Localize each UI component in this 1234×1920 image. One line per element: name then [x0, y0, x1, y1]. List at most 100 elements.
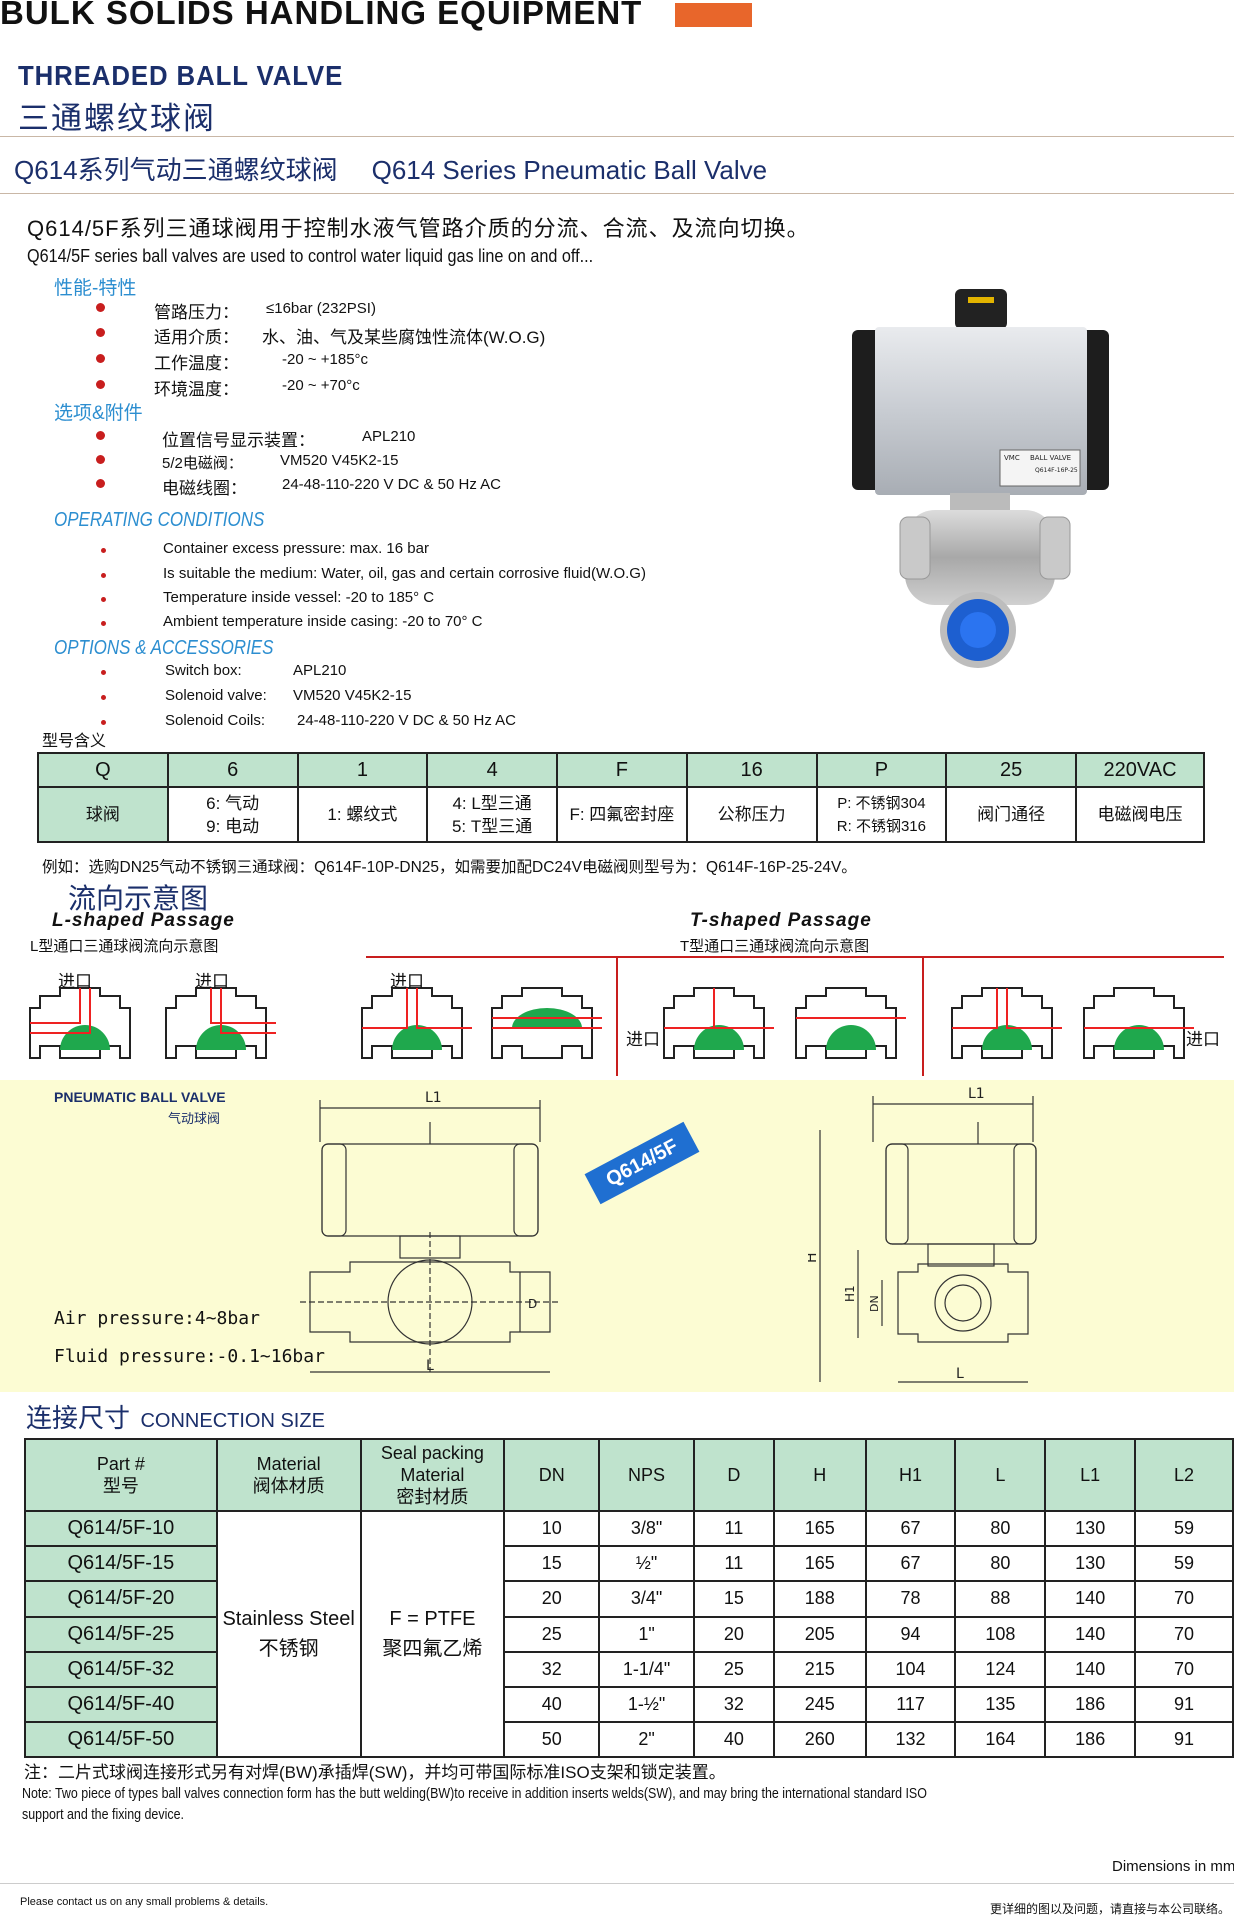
table-header-cell: Q [37, 752, 169, 788]
table-header-cell: 4 [426, 752, 558, 788]
table-cell: 1: 螺纹式 [296, 786, 429, 843]
bullet-icon [96, 303, 105, 312]
inlet-label: 进口 [195, 972, 229, 991]
valve-diagram-t5 [951, 987, 1062, 1059]
valve-diagram-l2 [165, 987, 276, 1059]
table-cell: 186 [1044, 1721, 1137, 1759]
bullet-icon [96, 431, 105, 440]
table-cell: 140 [1044, 1615, 1137, 1653]
valve-diagram-t6 [1083, 987, 1194, 1059]
note-cn: 注：二片式球阀连接形式另有对焊(BW)承插焊(SW)，并均可带国际标准ISO支架… [24, 1763, 726, 1782]
connection-title: 连接尺寸 CONNECTION SIZE [26, 1398, 325, 1435]
drawing-title-cn: 气动球阀 [168, 1111, 221, 1126]
bullet-icon [101, 548, 106, 553]
table-header-cell: L1 [1044, 1438, 1137, 1512]
table-header-cell: H [772, 1438, 867, 1512]
table-row: 球阀 6: 气动 9: 电动 1: 螺纹式 4: L型三通 5: T型三通 F:… [37, 786, 1205, 843]
table-cell: 6: 气动 9: 电动 [166, 786, 299, 843]
bullet-icon [96, 380, 105, 389]
dim-h: H [808, 1252, 820, 1263]
series-title-en: Q614 Series Pneumatic Ball Valve [371, 155, 768, 185]
dim-dn: DN [868, 1295, 881, 1312]
table-cell: 公称压力 [685, 786, 818, 843]
t-passage-title: T-shaped Passage [690, 910, 872, 931]
valve-diagram-t2 [491, 987, 602, 1059]
table-cell: 20 [692, 1615, 775, 1653]
table-cell: Q614/5F-20 [24, 1580, 218, 1618]
table-cell: 140 [1044, 1650, 1137, 1688]
table-header-cell: DN [503, 1438, 601, 1512]
model-code-table: Q 6 1 4 F 16 P 25 220VAC 球阀 6: 气动 9: 电动 … [37, 752, 1205, 843]
drawing-title-en: PNEUMATIC BALL VALVE [54, 1089, 226, 1105]
valve-diagram-t1 [361, 987, 472, 1059]
bullet-icon [101, 720, 106, 725]
table-cell: 80 [954, 1509, 1047, 1548]
table-cell: 130 [1044, 1545, 1137, 1583]
conditions-en-list: Container excess pressure: max. 16 bar I… [99, 540, 699, 640]
table-cell: 59 [1134, 1545, 1234, 1583]
divider [0, 1883, 1234, 1884]
table-cell: 25 [503, 1615, 601, 1653]
intro-en: Q614/5F series ball valves are used to c… [27, 246, 594, 266]
table-cell: 20 [503, 1580, 601, 1618]
table-cell: 40 [692, 1721, 775, 1759]
table-cell: 164 [954, 1721, 1047, 1759]
bullet-icon [101, 573, 106, 578]
table-cell: 1-1/4" [598, 1650, 695, 1688]
table-header-cell: F [556, 752, 688, 788]
table-cell: 88 [954, 1580, 1047, 1618]
features-cn-list: 管路压力：≤16bar (232PSI) 适用介质：水、油、气及某些腐蚀性流体(… [96, 298, 656, 399]
air-pressure: Air pressure:4~8bar [54, 1308, 260, 1329]
table-cell: 186 [1044, 1685, 1137, 1724]
table-header-row: Q 6 1 4 F 16 P 25 220VAC [37, 752, 1205, 788]
table-cell: 50 [503, 1721, 601, 1759]
table-header-cell: 220VAC [1075, 752, 1205, 788]
divider [366, 956, 1224, 958]
note-en-line2: support and the fixing device. [22, 1806, 184, 1823]
table-cell: 11 [692, 1509, 775, 1548]
flow-title: 流向示意图 [68, 882, 209, 915]
model-example: 例如：选购DN25气动不锈钢三通球阀：Q614F-10P-DN25，如需要加配D… [42, 859, 857, 876]
table-cell: 3/4" [598, 1580, 695, 1618]
table-cell: 78 [864, 1580, 957, 1618]
table-header-cell: Part #型号 [24, 1438, 218, 1512]
header-accent-bar [675, 3, 752, 27]
inlet-label: 进口 [58, 972, 92, 991]
table-cell: 3/8" [598, 1509, 695, 1548]
product-title-en: THREADED BALL VALVE [18, 60, 344, 91]
table-cell: 205 [772, 1615, 867, 1653]
conditions-en-title: OPERATING CONDITIONS [54, 509, 265, 531]
product-title-cn: 三通螺纹球阀 [18, 101, 216, 137]
dim-l: L [426, 1358, 434, 1374]
table-header-cell: 25 [945, 752, 1078, 788]
nameplate-code: Q614F-16P-25 [1035, 467, 1078, 474]
valve-diagram-t4 [795, 987, 906, 1059]
footer-left: Please contact us on any small problems … [20, 1896, 269, 1908]
table-cell: 117 [864, 1685, 957, 1724]
table-cell: Q614/5F-50 [24, 1721, 218, 1759]
options-cn-title: 选项&附件 [54, 403, 143, 424]
table-cell: 215 [772, 1650, 867, 1688]
dim-l1: L1 [425, 1090, 442, 1106]
table-cell: 104 [864, 1650, 957, 1688]
l-passage-title: L-shaped Passage [52, 910, 235, 931]
product-photo: VMC BALL VALVE Q614F-16P-25 [852, 289, 1109, 668]
table-cell: 245 [772, 1685, 867, 1724]
table-cell: 32 [692, 1685, 775, 1724]
options-en-title: OPTIONS & ACCESSORIES [54, 637, 274, 659]
dim-l1: L1 [968, 1086, 985, 1102]
table-cell: 59 [1134, 1509, 1234, 1548]
table-cell: 140 [1044, 1580, 1137, 1618]
table-cell: 25 [692, 1650, 775, 1688]
table-cell: 108 [954, 1615, 1047, 1653]
drawing-2way: L1 L D [300, 1090, 560, 1374]
table-cell: 165 [772, 1545, 867, 1583]
